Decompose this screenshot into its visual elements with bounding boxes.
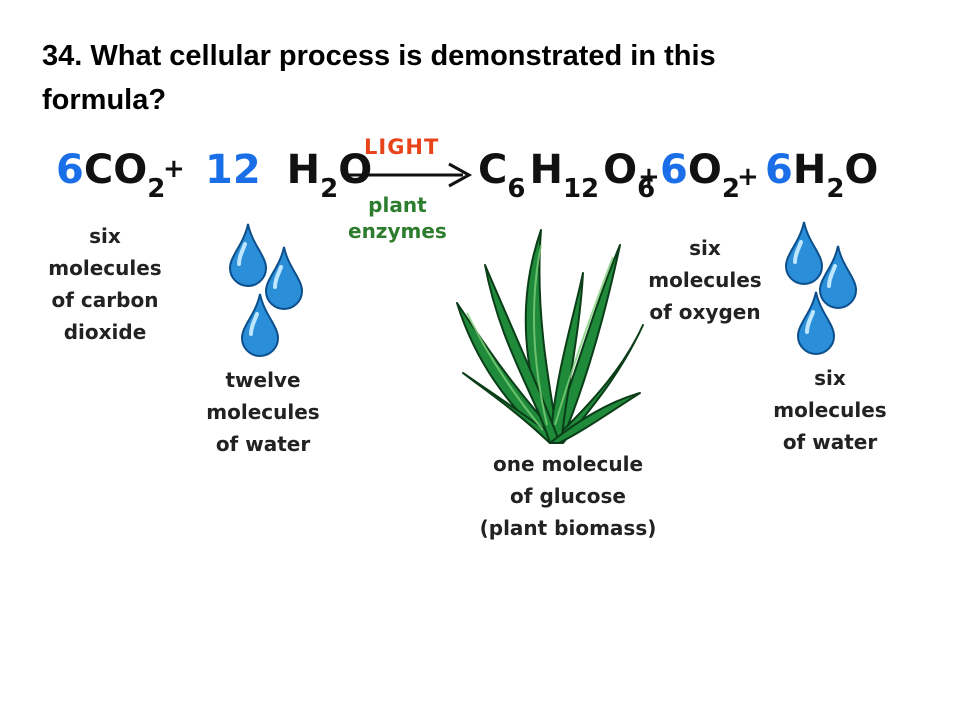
co2-desc-line: molecules (48, 256, 162, 280)
glucose-desc-line: (plant biomass) (479, 516, 657, 540)
water-reactant-subscript: 2 (320, 174, 339, 204)
water-product-desc-line: six (814, 366, 846, 390)
co2-base: CO (83, 147, 148, 193)
water-reactant-description: twelve molecules of water (188, 364, 338, 460)
oxygen-subscript: 2 (721, 174, 740, 204)
question-text: 34. What cellular process is demonstrate… (42, 40, 716, 116)
enzymes-label: plant enzymes (348, 192, 447, 244)
water-drop-icon (784, 221, 824, 285)
oxygen-description: six molecules of oxygen (630, 232, 780, 328)
water-drop-icon (818, 245, 858, 309)
oxygen-desc-line: six (689, 236, 721, 260)
water-drop-icon (240, 293, 280, 357)
water-product-desc-line: of water (782, 430, 878, 454)
glucose-c-subscript: 6 (507, 174, 526, 204)
water-product-desc-line: molecules (773, 398, 887, 422)
glucose-o: O (603, 147, 638, 193)
water-product-term: 6H2O (765, 150, 878, 202)
co2-desc-line: dioxide (63, 320, 147, 344)
reaction-arrow (347, 162, 473, 188)
co2-subscript: 2 (147, 174, 166, 204)
plus-sign-3: + (737, 162, 759, 192)
water-reactant-coefficient: 12 (205, 147, 261, 193)
water-product-description: six molecules of water (755, 362, 905, 458)
co2-description: six molecules of carbon dioxide (30, 220, 180, 348)
water-reactant-desc-line: twelve (225, 368, 301, 392)
water-reactant-desc-line: of water (215, 432, 311, 456)
enzymes-line-2: enzymes (348, 219, 447, 243)
oxygen-desc-line: of oxygen (649, 300, 761, 324)
oxygen-coefficient: 6 (660, 147, 688, 193)
plant-icon (456, 229, 644, 444)
glucose-c: C (478, 147, 508, 193)
water-drop-icon (264, 246, 304, 310)
light-label: LIGHT (364, 135, 440, 159)
oxygen-base: O (687, 147, 722, 193)
water-product-subscript: 2 (826, 174, 845, 204)
glucose-desc-line: of glucose (510, 484, 626, 508)
water-reactant-h: H (286, 147, 321, 193)
glucose-description: one molecule of glucose (plant biomass) (468, 448, 668, 544)
co2-desc-line: six (89, 224, 121, 248)
water-product-coefficient: 6 (765, 147, 793, 193)
water-product-h: H (792, 147, 827, 193)
glucose-desc-line: one molecule (492, 452, 644, 476)
co2-term: 6CO2 (56, 150, 165, 202)
oxygen-desc-line: molecules (648, 268, 762, 292)
water-reactant-desc-line: molecules (206, 400, 320, 424)
plus-sign-2: + (638, 162, 660, 192)
glucose-o-subscript: 6 (637, 174, 656, 204)
oxygen-term: 6O2 (660, 150, 740, 202)
water-reactant-o: O (338, 147, 373, 193)
water-reactant-term: 12 H2O (205, 150, 372, 202)
plus-sign-1: + (163, 154, 185, 184)
water-drop-icon (228, 223, 268, 287)
water-drop-icon (796, 291, 836, 355)
co2-coefficient: 6 (56, 147, 84, 193)
water-product-o: O (844, 147, 879, 193)
enzymes-line-1: plant (368, 193, 427, 217)
glucose-h-subscript: 12 (562, 174, 600, 204)
glucose-h: H (529, 147, 563, 193)
co2-desc-line: of carbon (51, 288, 159, 312)
